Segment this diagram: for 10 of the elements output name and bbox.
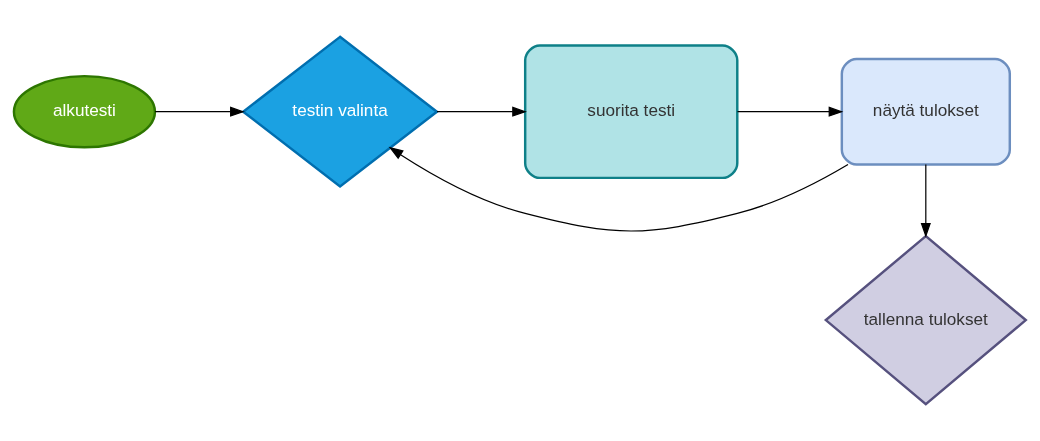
arrow: [436, 106, 527, 117]
node-box: näytä tulokset: [840, 57, 1011, 166]
node-box: suorita testi: [523, 44, 739, 180]
node-diamond: tallenna tulokset: [823, 234, 1028, 406]
arrow: [154, 106, 245, 117]
arrow: [388, 146, 849, 232]
arrow: [920, 163, 931, 238]
arrow: [736, 106, 844, 117]
node-ellipse: alkutesti: [12, 74, 157, 149]
node-diamond: testin valinta: [241, 35, 439, 189]
